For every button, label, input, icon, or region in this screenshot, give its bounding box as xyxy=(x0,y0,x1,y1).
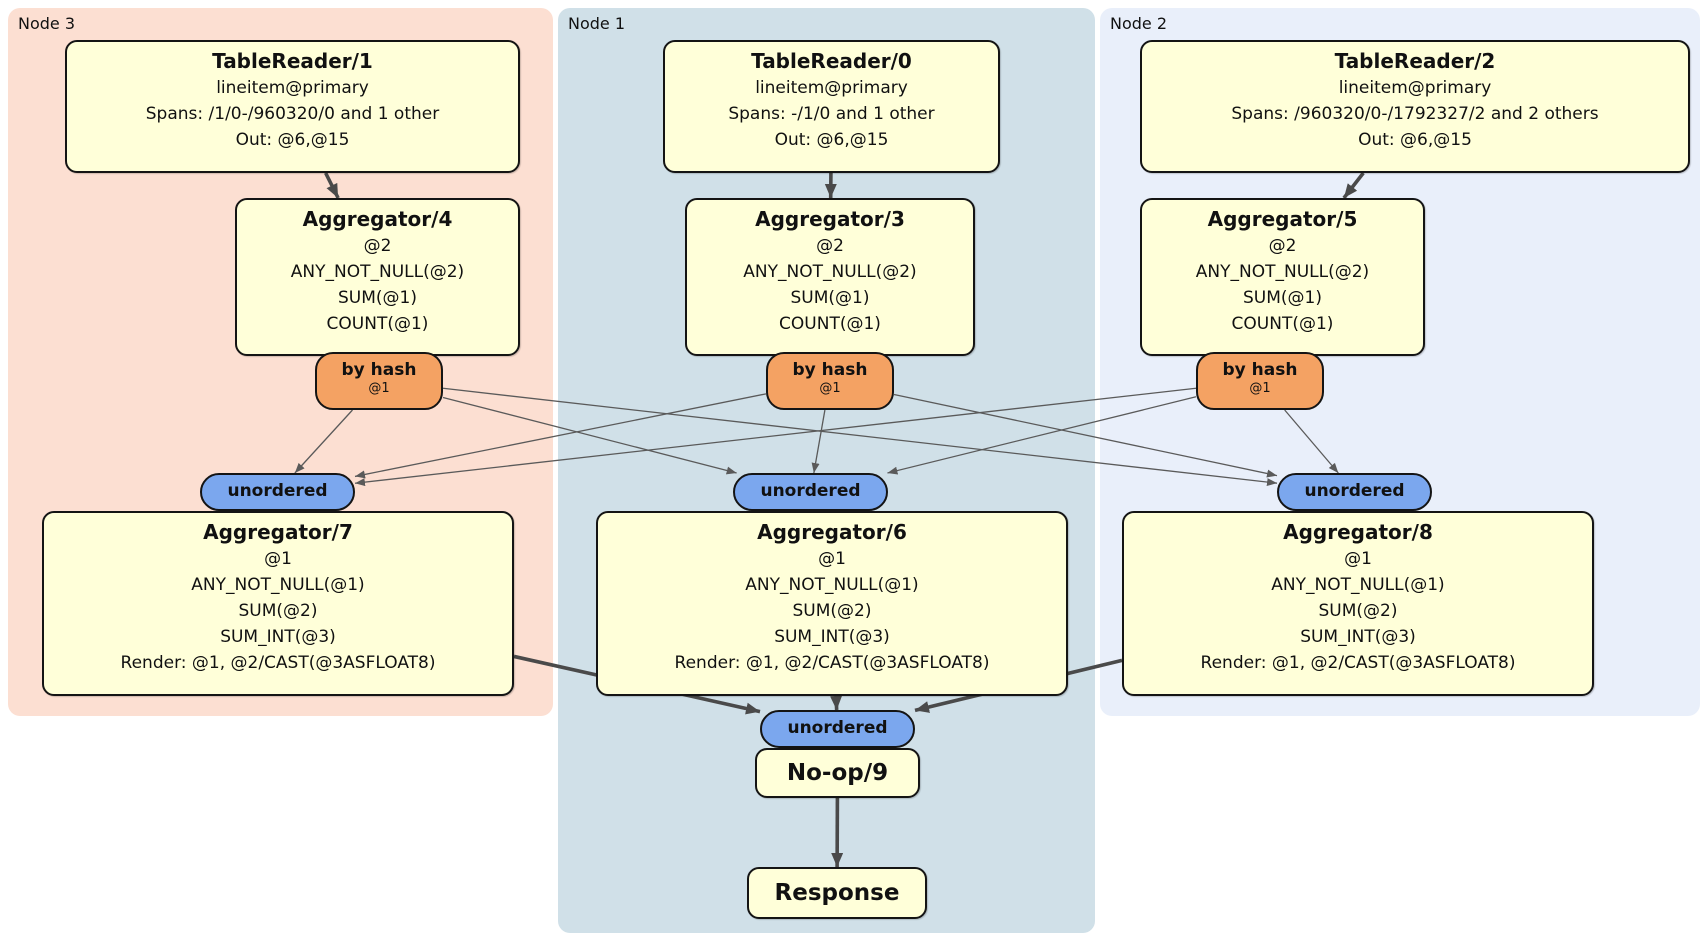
stream-label: unordered xyxy=(227,481,328,501)
node-title: Aggregator/8 xyxy=(1283,520,1433,544)
node-line: ANY_NOT_NULL(@1) xyxy=(191,575,365,595)
node-no-op-9: No-op/9 xyxy=(755,748,920,798)
node-line: ANY_NOT_NULL(@1) xyxy=(745,575,919,595)
node-line: SUM(@2) xyxy=(1318,601,1398,621)
node-line: ANY_NOT_NULL(@1) xyxy=(1271,575,1445,595)
node-line: Spans: -/1/0 and 1 other xyxy=(728,104,935,124)
edge-hash3-to-u8 xyxy=(893,393,1278,478)
node-title: Aggregator/3 xyxy=(755,207,905,231)
stream-unordered-6: unordered xyxy=(733,473,888,511)
router-key: @1 xyxy=(1249,381,1271,396)
node-line: Out: @6,@15 xyxy=(1358,130,1472,150)
node-line: lineitem@primary xyxy=(1338,78,1492,98)
node-line: ANY_NOT_NULL(@2) xyxy=(743,262,917,282)
cluster-label: Node 1 xyxy=(568,14,626,33)
node-line: @2 xyxy=(1268,236,1297,256)
edge-hash3-to-u6 xyxy=(811,409,826,474)
stream-unordered-9: unordered xyxy=(760,710,915,748)
stream-unordered-7: unordered xyxy=(200,473,355,511)
node-line: Render: @1, @2/CAST(@3ASFLOAT8) xyxy=(120,653,436,673)
node-response: Response xyxy=(747,867,927,919)
router-by-hash-5: by hash @1 xyxy=(1196,352,1324,410)
node-line: Spans: /1/0-/960320/0 and 1 other xyxy=(145,104,440,124)
node-line: SUM_INT(@3) xyxy=(220,627,336,647)
edge-hash5-to-u8 xyxy=(1284,409,1339,474)
node-line: SUM_INT(@3) xyxy=(1300,627,1416,647)
router-key: @1 xyxy=(819,381,841,396)
edge-hash4-to-u6 xyxy=(442,396,737,475)
node-line: Out: @6,@15 xyxy=(774,130,889,150)
node-title: No-op/9 xyxy=(786,760,889,786)
cluster-label: Node 2 xyxy=(1110,14,1168,33)
node-line: SUM(@1) xyxy=(1243,288,1322,308)
node-title: Aggregator/5 xyxy=(1207,207,1358,231)
node-line: Spans: /960320/0-/1792327/2 and 2 others xyxy=(1231,104,1599,124)
router-label: by hash xyxy=(792,360,868,380)
router-by-hash-3: by hash @1 xyxy=(766,352,894,410)
node-line: SUM_INT(@3) xyxy=(774,627,890,647)
node-title: Response xyxy=(774,880,900,906)
router-label: by hash xyxy=(341,360,417,380)
edge-tr2-to-agg5 xyxy=(1342,171,1365,200)
node-line: SUM(@2) xyxy=(238,601,318,621)
stream-label: unordered xyxy=(1304,481,1405,501)
node-line: SUM(@2) xyxy=(792,601,872,621)
router-by-hash-4: by hash @1 xyxy=(315,352,443,410)
node-title: Aggregator/7 xyxy=(203,520,353,544)
node-line: lineitem@primary xyxy=(216,78,369,98)
router-label: by hash xyxy=(1222,360,1298,380)
cluster-label: Node 3 xyxy=(18,14,76,33)
node-line: ANY_NOT_NULL(@2) xyxy=(290,262,465,282)
node-title: Aggregator/6 xyxy=(757,520,907,544)
edge-agg6-to-u9 xyxy=(830,695,843,711)
node-line: COUNT(@1) xyxy=(779,314,881,334)
edge-hash4-to-u8 xyxy=(442,387,1278,487)
node-title: TableReader/2 xyxy=(1334,49,1496,73)
node-line: @1 xyxy=(818,549,846,569)
stream-label: unordered xyxy=(760,481,861,501)
stream-label: unordered xyxy=(787,718,888,738)
edge-hash5-to-u7 xyxy=(354,387,1197,487)
node-title: TableReader/0 xyxy=(751,49,912,73)
node-line: Render: @1, @2/CAST(@3ASFLOAT8) xyxy=(1200,653,1516,673)
edge-hash4-to-u7 xyxy=(294,409,353,474)
node-line: Out: @6,@15 xyxy=(235,130,350,150)
edge-tr1-to-agg4 xyxy=(324,172,340,199)
node-line: Render: @1, @2/CAST(@3ASFLOAT8) xyxy=(674,653,990,673)
node-line: COUNT(@1) xyxy=(326,314,429,334)
node-title: Aggregator/4 xyxy=(302,207,453,231)
node-line: lineitem@primary xyxy=(755,78,908,98)
node-title: TableReader/1 xyxy=(212,49,373,73)
node-line: SUM(@1) xyxy=(790,288,870,308)
edge-hash5-to-u6 xyxy=(887,396,1197,475)
node-line: ANY_NOT_NULL(@2) xyxy=(1195,262,1370,282)
node-line: @2 xyxy=(816,236,844,256)
node-line: @1 xyxy=(1344,549,1372,569)
node-line: SUM(@1) xyxy=(338,288,417,308)
router-key: @1 xyxy=(368,381,390,396)
node-line: @1 xyxy=(264,549,292,569)
node-line: @2 xyxy=(363,236,392,256)
edge-hash3-to-u7 xyxy=(354,393,767,479)
node-line: COUNT(@1) xyxy=(1231,314,1334,334)
stream-unordered-8: unordered xyxy=(1277,473,1432,511)
